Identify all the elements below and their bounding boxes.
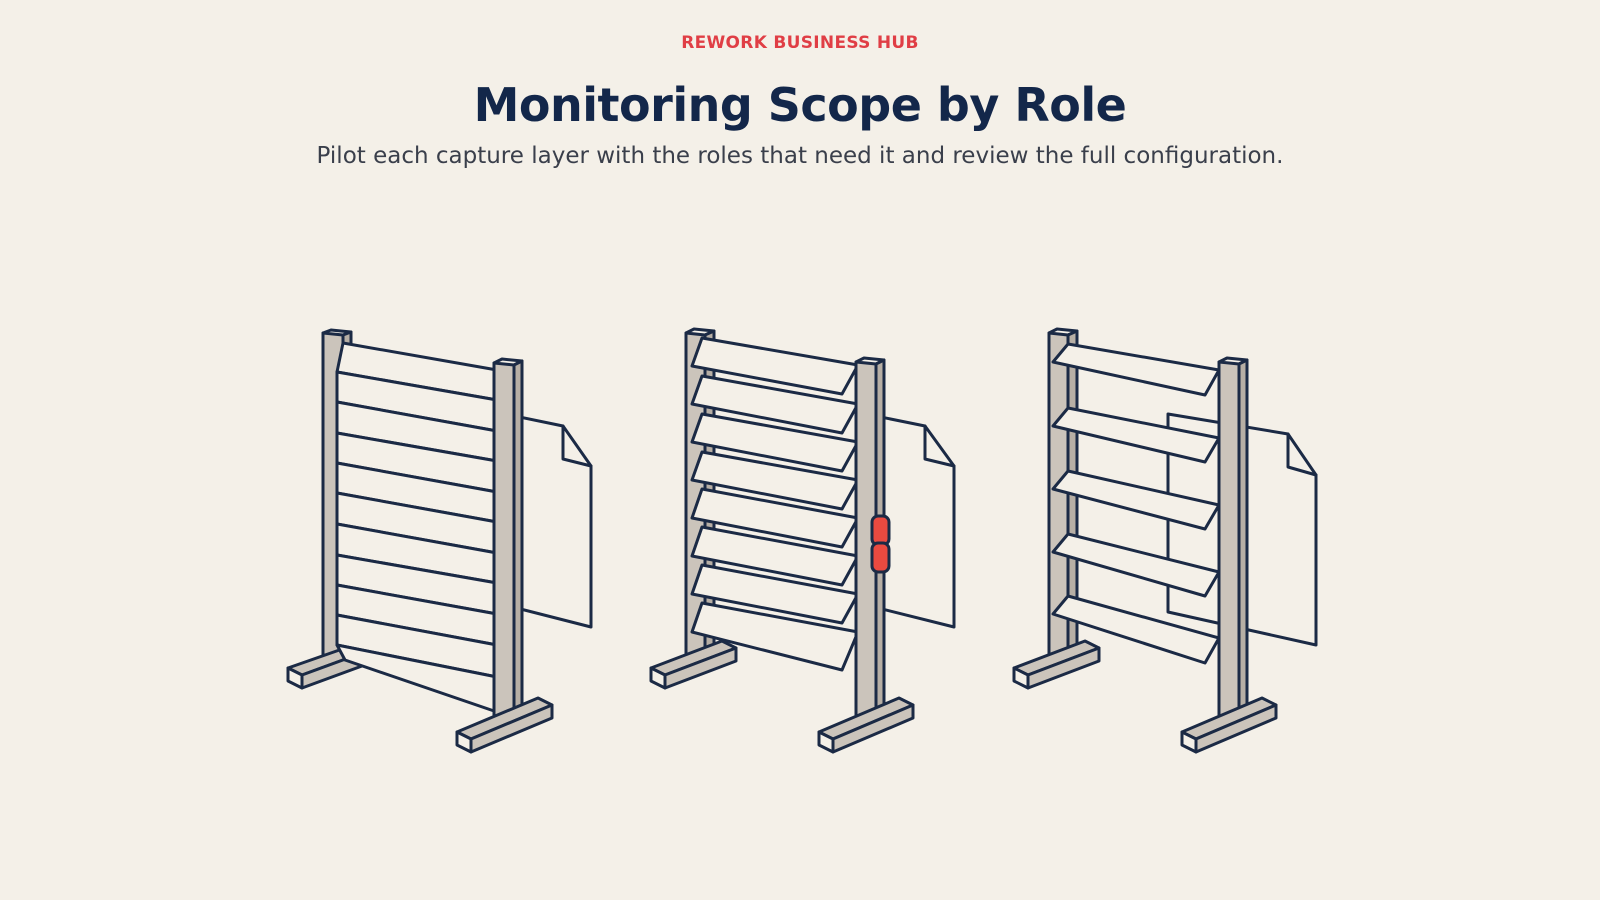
brand-eyebrow: REWORK BUSINESS HUB bbox=[681, 33, 919, 53]
lock-icon bbox=[870, 514, 891, 574]
locked-angled-louver-panel bbox=[649, 327, 956, 754]
slat-stack bbox=[335, 341, 499, 714]
open-louver-panel bbox=[1012, 327, 1318, 754]
closed-louver-panel bbox=[286, 328, 593, 754]
page-title: Monitoring Scope by Role bbox=[473, 78, 1127, 132]
page-subtitle: Pilot each capture layer with the roles … bbox=[316, 143, 1284, 169]
slat-stack bbox=[690, 336, 860, 672]
slat-stack bbox=[1051, 342, 1221, 665]
